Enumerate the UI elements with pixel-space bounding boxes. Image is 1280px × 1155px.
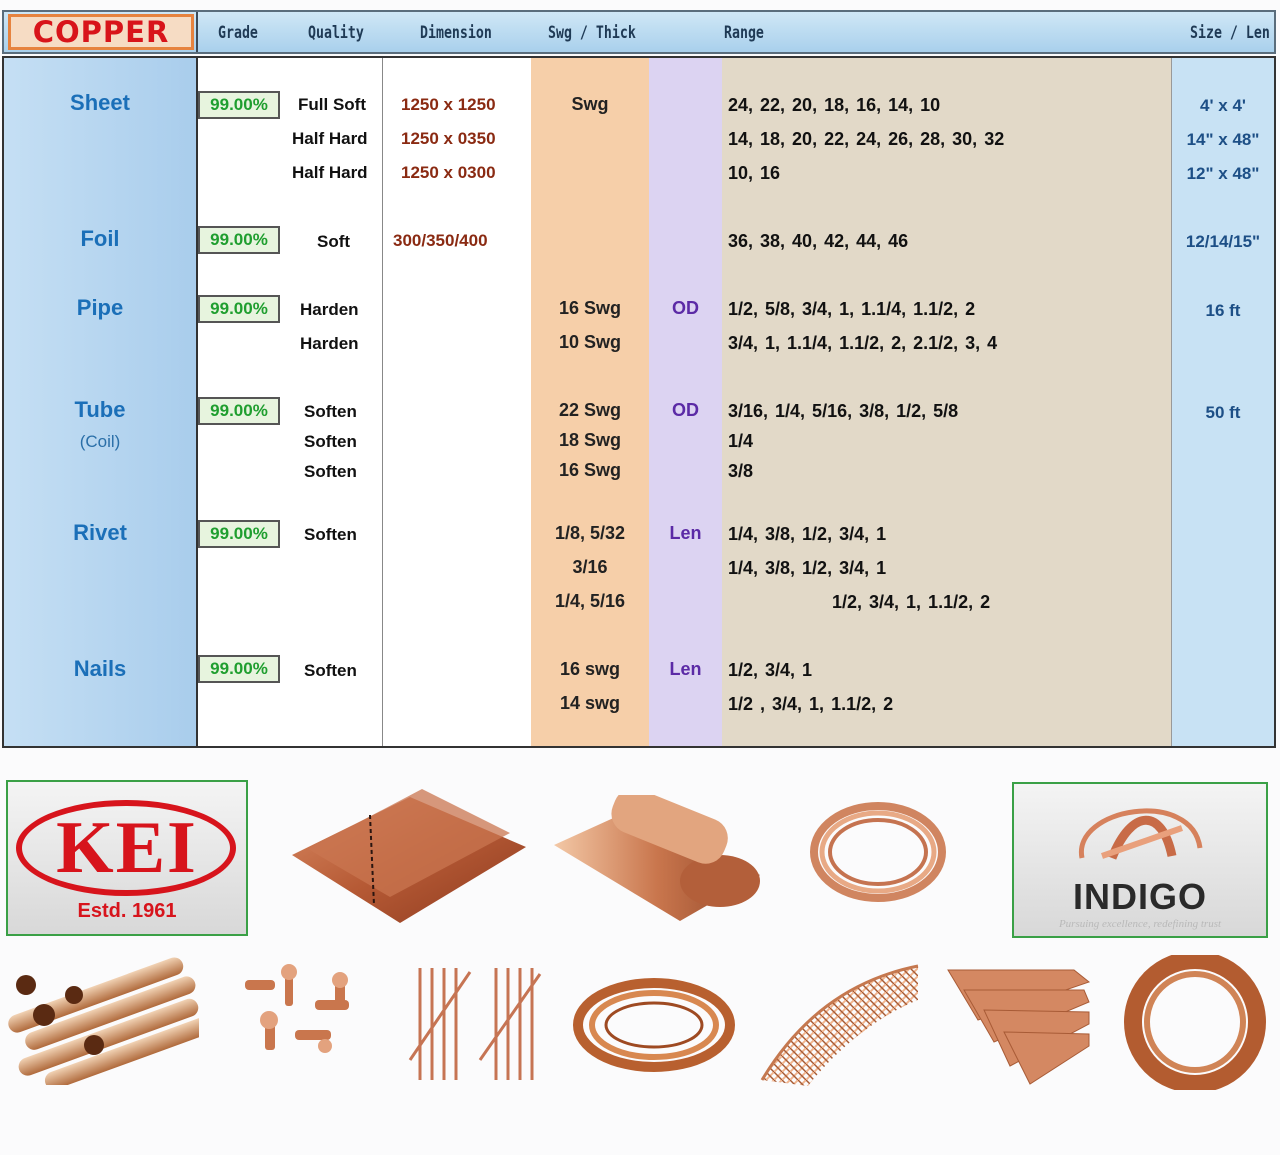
dimension-column — [383, 58, 531, 746]
copper-wire-coil-image — [573, 978, 735, 1072]
dimension-cell: 300/350/400 — [393, 231, 488, 250]
header-range: Range — [724, 23, 764, 43]
grade-badge: 99.00% — [198, 91, 280, 119]
swg-cell: 18 Swg — [558, 430, 622, 450]
indigo-emblem-icon — [1079, 808, 1203, 860]
size-cell: 14" x 48" — [1186, 130, 1260, 149]
swg-cell: 16 swg — [559, 659, 621, 679]
copper-table: Sheet 99.00% Full Soft Half Hard Half Ha… — [2, 56, 1276, 748]
dimension-cell: 1250 x 0300 — [401, 163, 496, 182]
kei-estd-text: Estd. 1961 — [77, 900, 177, 922]
size-column — [1172, 58, 1274, 746]
dimension-cell: 1250 x 0350 — [401, 129, 496, 148]
quality-cell: Half Hard — [292, 129, 368, 148]
size-cell: 12" x 48" — [1186, 164, 1260, 183]
range-cell: 24, 22, 20, 18, 16, 14, 10 — [728, 95, 941, 115]
copper-nails-image — [408, 968, 542, 1080]
range-cell: 1/4 — [728, 431, 754, 451]
quality-cell: Harden — [300, 300, 359, 319]
header-swg-thick: Swg / Thick — [548, 23, 636, 43]
quality-cell: Soften — [304, 402, 357, 421]
table-header: COPPER Grade Quality Dimension Swg / Thi… — [2, 10, 1276, 54]
size-cell: 16 ft — [1205, 301, 1241, 320]
range-column — [722, 58, 1172, 746]
table-title: COPPER — [8, 14, 194, 50]
quality-cell: Soften — [304, 432, 357, 451]
range-cell: 1/2, 3/4, 1 — [728, 660, 813, 680]
swg-cell: Swg — [571, 94, 609, 114]
grade-badge: 99.00% — [198, 295, 280, 323]
swg-cell: 16 Swg — [558, 460, 622, 480]
product-foil: Foil — [80, 226, 120, 251]
product-sheet: Sheet — [70, 90, 130, 115]
copper-pipes-image — [8, 957, 199, 1085]
grade-badge: 99.00% — [198, 226, 280, 254]
grade-badge: 99.00% — [198, 397, 280, 425]
quality-cell: Soften — [304, 661, 357, 680]
quality-cell: Half Hard — [292, 163, 368, 182]
range-cell: 36, 38, 40, 42, 44, 46 — [728, 231, 909, 251]
product-nails: Nails — [73, 656, 127, 681]
len-cell: Len — [669, 659, 702, 679]
product-pipe: Pipe — [76, 295, 124, 320]
od-cell: OD — [672, 400, 699, 420]
product-tube: Tube — [74, 397, 126, 422]
range-cell: 1/2, 3/4, 1, 1.1/2, 2 — [832, 592, 991, 612]
range-cell: 10, 16 — [728, 163, 781, 183]
kei-logo: KEI Estd. 1961 — [6, 780, 248, 936]
grade-badge: 99.00% — [198, 520, 280, 548]
copper-coil-image — [810, 802, 946, 902]
swg-cell: 16 Swg — [558, 298, 622, 318]
range-cell: 3/16, 1/4, 5/16, 3/8, 1/2, 5/8 — [728, 401, 959, 421]
swg-cell: 14 swg — [559, 693, 621, 713]
product-column — [4, 58, 198, 746]
swg-cell: 3/16 — [572, 557, 608, 577]
range-cell: 14, 18, 20, 22, 24, 26, 28, 30, 32 — [728, 129, 1005, 149]
swg-cell: 1/4, 5/16 — [554, 591, 626, 611]
header-divider — [196, 12, 198, 52]
od-cell: OD — [672, 298, 699, 318]
range-cell: 1/4, 3/8, 1/2, 3/4, 1 — [728, 558, 887, 578]
size-cell: 4' x 4' — [1200, 96, 1246, 115]
quality-cell: Full Soft — [298, 95, 366, 114]
quality-cell: Soften — [304, 462, 357, 481]
range-cell: 1/2, 5/8, 3/4, 1, 1.1/4, 1.1/2, 2 — [728, 299, 976, 319]
range-cell: 1/4, 3/8, 1/2, 3/4, 1 — [728, 524, 887, 544]
copper-rivets-image — [245, 964, 349, 1053]
od-column — [649, 58, 722, 746]
swg-cell: 1/8, 5/32 — [554, 523, 626, 543]
swg-cell: 22 Swg — [558, 400, 622, 420]
copper-flat-strips-image — [947, 969, 1091, 1085]
swg-cell: 10 Swg — [558, 332, 622, 352]
range-cell: 3/8 — [728, 461, 754, 481]
quality-cell: Soft — [317, 232, 351, 251]
header-quality: Quality — [308, 23, 364, 43]
grade-badge: 99.00% — [198, 655, 280, 683]
len-cell: Len — [669, 523, 702, 543]
copper-sheet-image — [292, 789, 526, 923]
header-grade: Grade — [218, 23, 258, 43]
quality-cell: Harden — [300, 334, 359, 353]
indigo-logo: INDIGO Pursuing excellence, redefining t… — [1012, 782, 1268, 938]
copper-flat-coil-image — [1124, 955, 1266, 1090]
header-size-len: Size / Len — [1190, 23, 1270, 43]
product-rivet: Rivet — [73, 520, 127, 545]
kei-logo-text: KEI — [56, 807, 198, 889]
kei-oval-mark — [16, 800, 236, 896]
size-cell: 50 ft — [1205, 403, 1241, 422]
copper-braided-strip-image — [760, 964, 919, 1086]
range-cell: 3/4, 1, 1.1/4, 1.1/2, 2, 2.1/2, 3, 4 — [728, 333, 998, 353]
swg-column — [531, 58, 649, 746]
copper-foil-image — [554, 795, 760, 921]
quality-cell: Soften — [304, 525, 357, 544]
size-cell: 12/14/15" — [1185, 232, 1261, 251]
range-cell: 1/2 , 3/4, 1, 1.1/2, 2 — [728, 694, 894, 714]
dimension-cell: 1250 x 1250 — [401, 95, 496, 114]
product-tube-sub: (Coil) — [79, 432, 121, 451]
indigo-tagline: Pursuing excellence, redefining trust — [1058, 918, 1222, 930]
indigo-logo-text: INDIGO — [1072, 876, 1207, 917]
header-dimension: Dimension — [420, 23, 492, 43]
